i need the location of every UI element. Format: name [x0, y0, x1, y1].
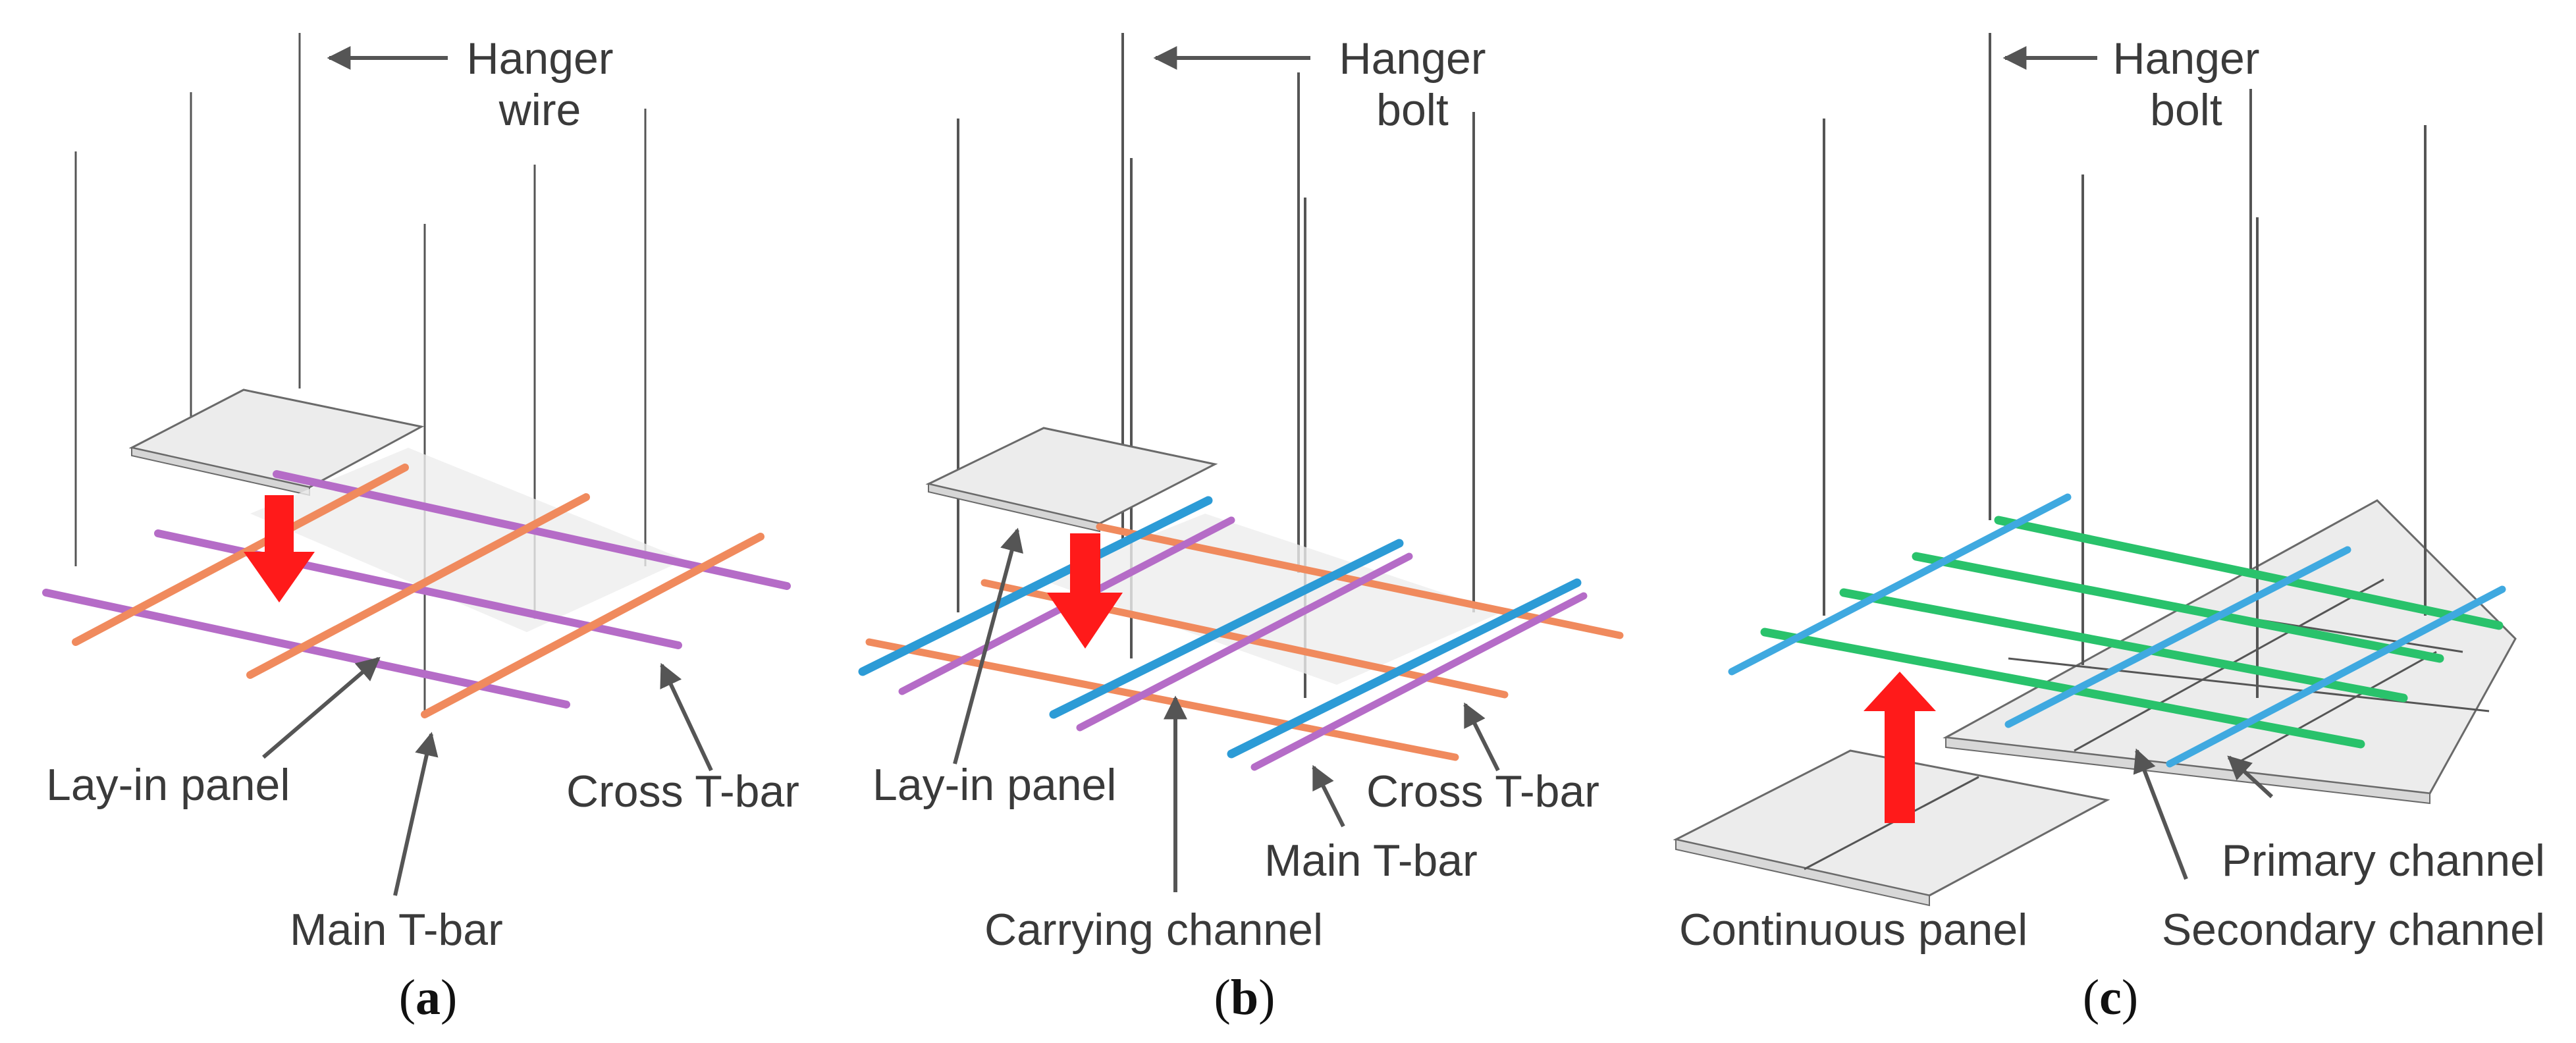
lay-in-panel-label: Lay-in panel [872, 760, 1116, 810]
cross-t-bar-label: Cross T-bar [566, 766, 799, 816]
panel-a: Hanger wire Lay-in panel Cross T-bar Mai… [42, 33, 799, 1025]
primary-channels [1728, 493, 2506, 768]
down-arrow-icon [1047, 533, 1123, 649]
panel-caption: (a) [399, 970, 458, 1025]
carrying-channel-label: Carrying channel [984, 905, 1323, 955]
hanger-label-line1: Hanger [2112, 34, 2259, 84]
up-arrow-icon [1864, 672, 1936, 823]
panel-caption: (c) [2083, 970, 2138, 1025]
panel-caption: (b) [1214, 970, 1275, 1025]
main-t-bar-label: Main T-bar [1264, 836, 1478, 886]
primary-channel-label: Primary channel [2222, 836, 2545, 886]
hanger-bolts [1823, 33, 2427, 698]
lay-in-panel-label: Lay-in panel [46, 760, 290, 810]
hanger-label-line2: bolt [2150, 85, 2222, 135]
cross-t-bar-label: Cross T-bar [1366, 766, 1599, 816]
secondary-channels [1760, 516, 2504, 749]
hanger-label-line1: Hanger [466, 34, 613, 84]
hanger-label-line2: bolt [1376, 85, 1449, 135]
main-t-bars [72, 464, 765, 718]
panel-b: Hanger bolt Lay-in panel Cross T-bar Mai… [858, 33, 1624, 1025]
carrying-channels [858, 496, 1582, 759]
continuous-panel-label: Continuous panel [1679, 905, 2027, 955]
hanger-label-line2: wire [498, 85, 581, 135]
main-t-bar-label: Main T-bar [290, 905, 503, 955]
panel-c: Hanger bolt Primary channel Continuous p… [1673, 33, 2545, 1025]
down-arrow-icon [244, 495, 315, 602]
lay-in-panel-shape [925, 427, 1218, 525]
hanger-bolts [957, 33, 1475, 698]
hanger-label-line1: Hanger [1339, 34, 1486, 84]
secondary-channel-label: Secondary channel [2162, 905, 2545, 955]
